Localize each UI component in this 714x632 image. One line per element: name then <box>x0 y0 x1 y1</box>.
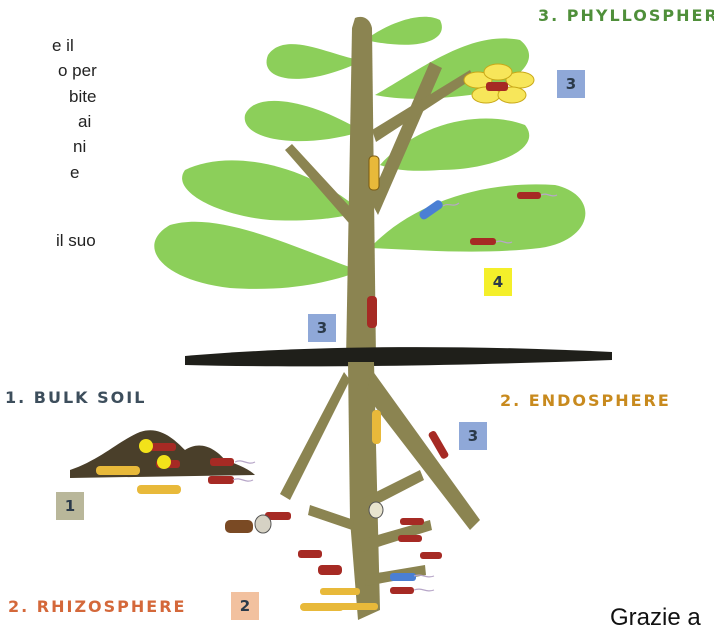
badge-root: 3 <box>459 422 487 450</box>
spore <box>157 455 171 469</box>
bacterium <box>338 603 378 610</box>
spore <box>369 502 383 518</box>
bacterium <box>470 238 496 245</box>
leaf <box>365 17 442 45</box>
bacterium <box>210 458 234 466</box>
bacterium <box>96 466 140 475</box>
bacterium <box>150 443 176 451</box>
bacterium <box>369 156 379 190</box>
leaf <box>154 222 358 289</box>
leaf <box>245 101 360 141</box>
soil-line <box>185 347 612 366</box>
bacterium <box>318 565 342 575</box>
bacterium <box>372 410 381 444</box>
bacterium <box>208 476 234 484</box>
spore <box>139 439 153 453</box>
bacterium <box>390 587 414 594</box>
badge-stem: 3 <box>308 314 336 342</box>
bacterium <box>400 518 424 525</box>
badge-leaf: 4 <box>484 268 512 296</box>
bacterium <box>420 552 442 559</box>
bacterium <box>298 550 322 558</box>
bacterium <box>300 603 344 611</box>
bacterium <box>225 520 253 533</box>
label-endosphere: 2. ENDOSPHERE <box>500 391 671 410</box>
bacterium <box>320 588 360 595</box>
label-phyllosphere: 3. PHYLLOSPHERE <box>538 6 714 25</box>
bacterium <box>517 192 541 199</box>
bacterium <box>390 573 416 581</box>
label-bulk-soil: 1. BULK SOIL <box>5 388 146 407</box>
leaf <box>267 44 360 79</box>
badge-rhizosphere: 2 <box>231 592 259 620</box>
bacterium <box>398 535 422 542</box>
spore <box>255 515 271 533</box>
roots <box>280 362 480 620</box>
badge-bulk-soil: 1 <box>56 492 84 520</box>
bacterium <box>137 485 181 494</box>
badge-flower: 3 <box>557 70 585 98</box>
label-rhizosphere: 2. RHIZOSPHERE <box>8 597 186 616</box>
bacterium <box>367 296 377 328</box>
